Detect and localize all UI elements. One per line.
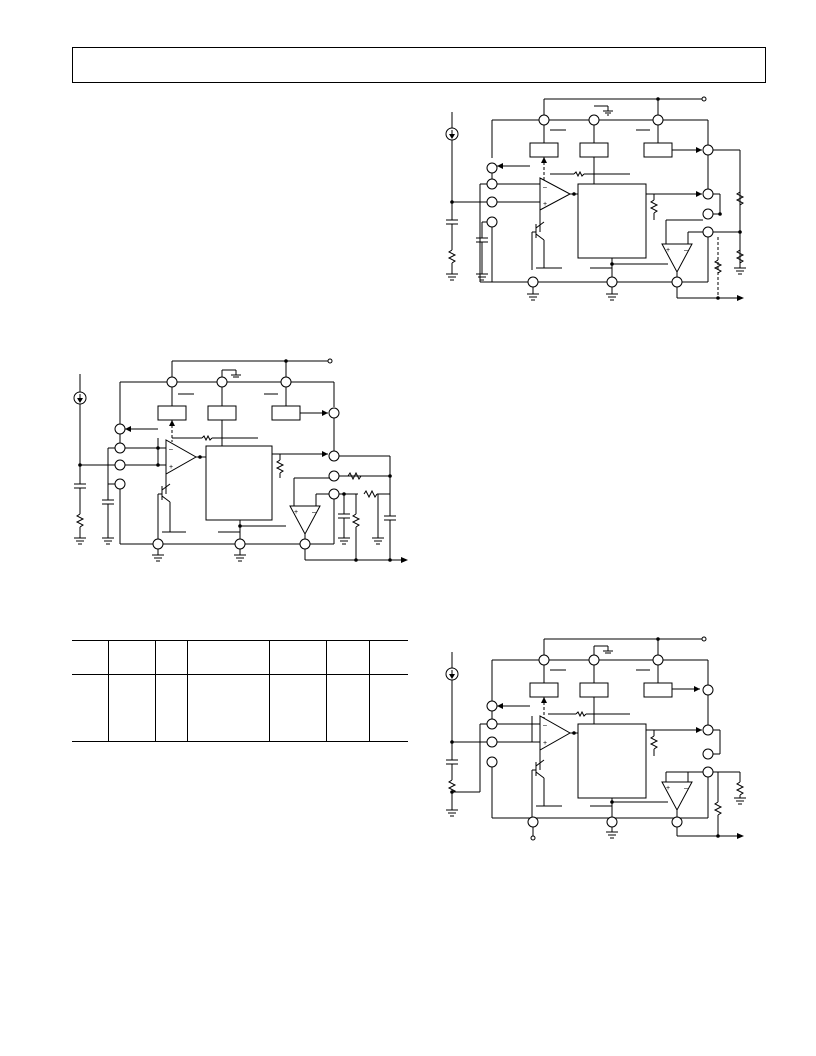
svg-text:+: + <box>169 464 173 471</box>
svg-text:–: – <box>312 509 316 516</box>
circuit-diagram-top-right: – + + – <box>440 92 760 310</box>
svg-text:+: + <box>666 247 670 254</box>
circuit-diagram-bottom-right: – + <box>440 632 760 846</box>
svg-text:–: – <box>543 722 547 729</box>
svg-text:–: – <box>684 785 688 792</box>
specifications-table <box>72 640 408 742</box>
svg-text:+: + <box>543 740 547 747</box>
svg-text:+: + <box>666 785 670 792</box>
svg-text:+: + <box>543 201 547 208</box>
circuit-diagram-middle-left: – + <box>68 354 410 568</box>
svg-text:+: + <box>294 509 298 516</box>
svg-text:–: – <box>684 247 688 254</box>
svg-text:–: – <box>169 446 173 453</box>
svg-text:–: – <box>543 184 547 191</box>
page-header-box <box>72 47 766 83</box>
